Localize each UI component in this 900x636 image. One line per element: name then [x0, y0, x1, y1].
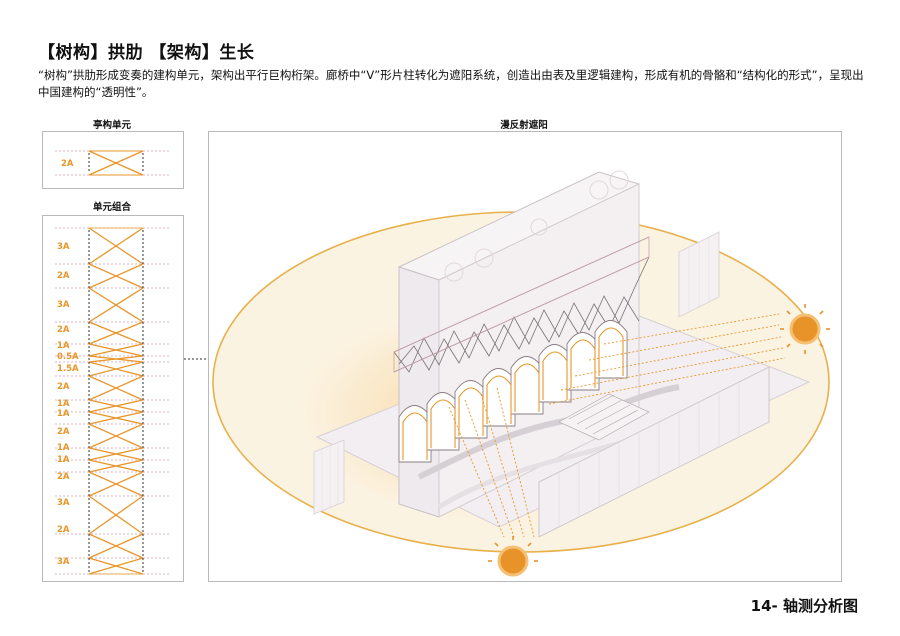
page-description: “树构”拱肋形成变奏的建构单元，架构出平行巨构桁架。廊桥中“V”形片柱转化为遮阳…: [38, 68, 864, 99]
combo-label: 2A: [57, 472, 70, 482]
combo-label: 1A: [57, 399, 70, 409]
main-panel: [208, 131, 842, 582]
combo-label: 1A: [57, 443, 70, 453]
combo-panel-graphic: 3A 2A 3A 2A 1A 0.5A 1.5A 2A 1A 1A 2A 1A …: [55, 227, 171, 575]
combo-label: 1.5A: [57, 364, 79, 374]
combo-label: 1A: [57, 409, 70, 419]
combo-label: 2A: [57, 382, 70, 392]
combo-label: 2A: [57, 427, 70, 437]
combo-label: 1A: [57, 341, 70, 351]
figure-caption: 14- 轴测分析图: [750, 597, 858, 615]
combo-label: 2A: [57, 271, 70, 281]
combo-label: 3A: [57, 498, 70, 508]
combo-label: 2A: [57, 525, 70, 535]
combo-label: 1A: [57, 455, 70, 465]
main-panel-title: 漫反射遮阳: [500, 120, 548, 131]
combo-label: 3A: [57, 242, 70, 252]
unit-panel-title: 亭构单元: [92, 120, 131, 131]
axonometric-drawing: [212, 170, 830, 577]
combo-label: 3A: [57, 300, 70, 310]
combo-panel-title: 单元组合: [92, 202, 131, 213]
combo-label: 0.5A: [57, 352, 79, 362]
page-title: 【树构】拱肋 【架构】生长: [38, 43, 255, 63]
sun-icon: [488, 536, 538, 577]
combo-label: 2A: [57, 325, 70, 335]
unit-dimension-label: 2A: [61, 159, 74, 169]
combo-panel: 3A 2A 3A 2A 1A 0.5A 1.5A 2A 1A 1A 2A 1A …: [42, 215, 184, 582]
unit-panel-graphic: 2A: [55, 150, 171, 176]
combo-label: 3A: [57, 557, 70, 567]
sun-icon: [780, 304, 830, 354]
unit-panel: 2A: [42, 131, 184, 189]
